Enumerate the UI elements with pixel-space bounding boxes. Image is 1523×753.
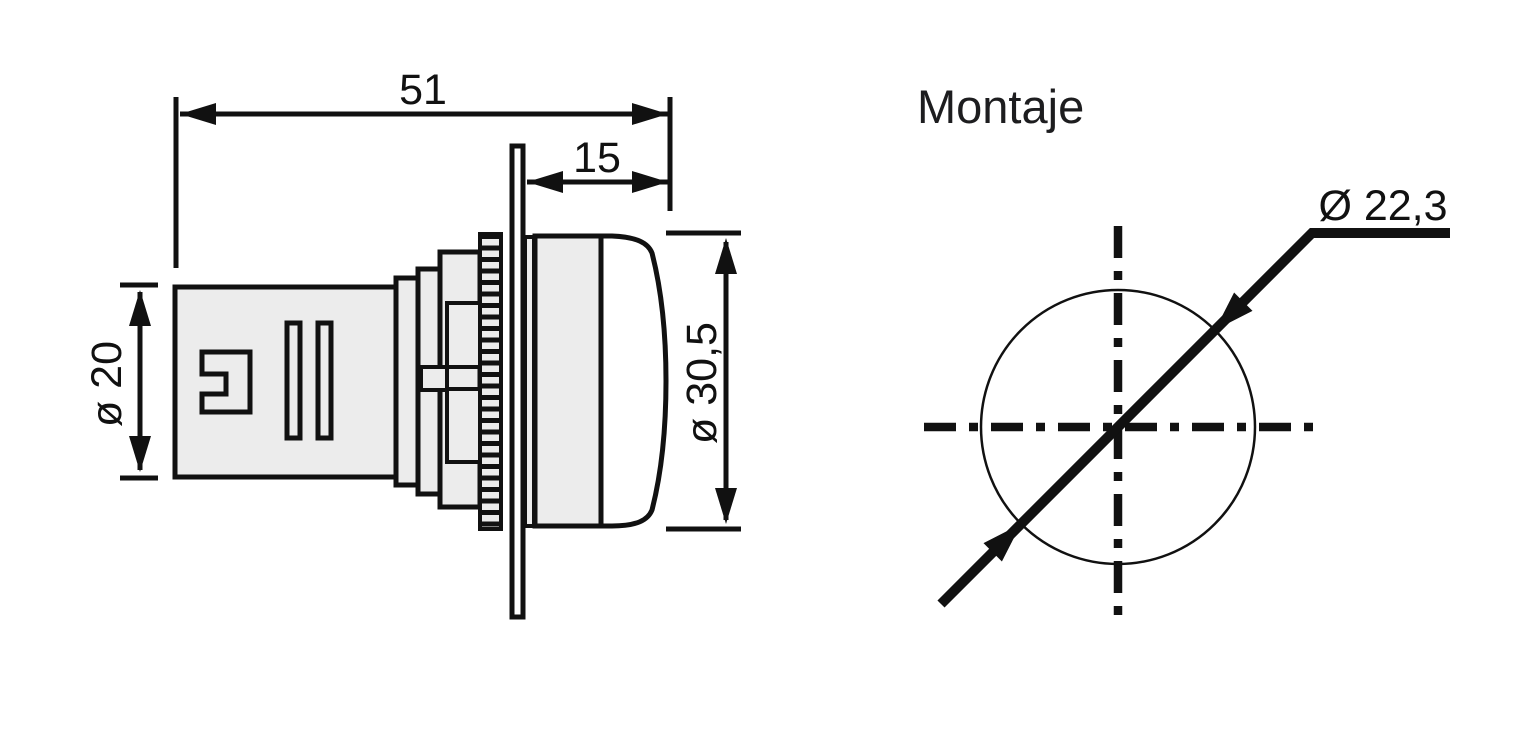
flange-step-1 [393, 275, 421, 488]
thread-teeth [478, 232, 503, 531]
dimension-front-length: 15 [527, 134, 668, 193]
head-bezel [532, 233, 604, 529]
dimension-total-length: 51 [173, 66, 673, 268]
dim-label-o20: ø 20 [83, 341, 131, 427]
dimension-body-diameter: ø 20 [83, 282, 158, 481]
side-view: 51 15 ø 20 ø 30,5 [83, 66, 741, 620]
mounting-panel-plate [509, 143, 526, 620]
dim-label-51: 51 [399, 66, 447, 114]
arrow-top [715, 238, 737, 274]
dim-label-15: 15 [573, 134, 621, 182]
arrow-left [180, 103, 216, 125]
terminal-clip-symbol [199, 349, 253, 415]
mounting-hole-circle [979, 288, 1257, 566]
leader-arrow-upper [1215, 292, 1253, 330]
mounting-title: Montaje [917, 80, 1084, 133]
fixing-nut-notch [419, 365, 449, 392]
dim-label-hole-diameter: Ø 22,3 [1318, 182, 1447, 230]
arrow-right [632, 103, 668, 125]
arrow-left [527, 171, 563, 193]
dimension-head-diameter: ø 30,5 [666, 230, 741, 532]
fixing-nut-detail-upper [445, 301, 482, 369]
arrow-right [632, 171, 668, 193]
vent-slot-left [284, 320, 303, 441]
arrow-top [129, 290, 151, 326]
leader-arrow-lower [983, 524, 1021, 562]
diameter-leader-line [937, 228, 1450, 608]
vent-slot-right [315, 320, 334, 441]
fixing-nut-detail-lower [445, 387, 482, 464]
mounting-view: Montaje Ø 22,3 [917, 80, 1450, 622]
arrow-bottom [129, 436, 151, 472]
dim-label-o30-5: ø 30,5 [678, 322, 726, 444]
arrow-bottom [715, 488, 737, 524]
